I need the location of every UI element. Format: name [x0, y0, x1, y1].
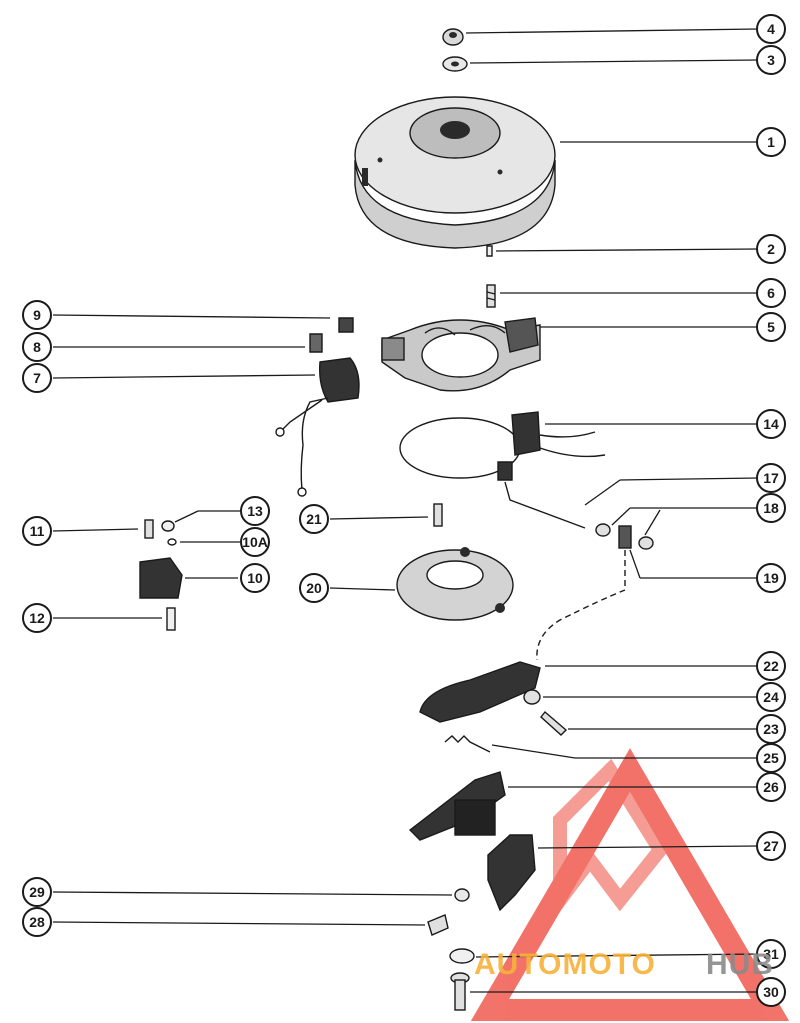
part-22-throttle-arm — [419, 661, 541, 723]
svg-text:3: 3 — [767, 52, 775, 68]
part-30-bolt — [450, 972, 470, 1011]
callout-25: 25 — [756, 743, 786, 773]
callout-22: 22 — [756, 651, 786, 681]
svg-text:30: 30 — [763, 984, 779, 1000]
part-17-link-rod — [504, 481, 586, 529]
part-2-key — [486, 245, 493, 257]
callout-28: 28 — [22, 907, 52, 937]
svg-text:21: 21 — [306, 511, 322, 527]
part-21-screw — [433, 503, 443, 527]
callout-24: 24 — [756, 682, 786, 712]
part-10a-washer — [167, 538, 177, 546]
callout-7: 7 — [22, 363, 52, 393]
callout-26: 26 — [756, 772, 786, 802]
callout-10a: 10A — [240, 527, 270, 557]
callout-1: 1 — [756, 127, 786, 157]
callout-31: 31 — [756, 939, 786, 969]
part-8-spring — [309, 333, 323, 353]
callout-6: 6 — [756, 278, 786, 308]
svg-text:25: 25 — [763, 750, 779, 766]
svg-text:11: 11 — [30, 523, 45, 539]
callout-18: 18 — [756, 493, 786, 523]
svg-text:9: 9 — [33, 307, 41, 323]
part-5-stator-plate — [381, 317, 541, 392]
svg-text:4: 4 — [767, 21, 775, 37]
callout-20: 20 — [299, 573, 329, 603]
svg-text:10: 10 — [247, 570, 263, 586]
svg-text:5: 5 — [767, 319, 775, 335]
part-19-connector — [536, 525, 632, 661]
part-18-nuts — [595, 523, 654, 550]
part-27-bracket — [487, 834, 536, 912]
part-13-lockwasher — [161, 520, 175, 532]
svg-text:12: 12 — [29, 610, 45, 626]
callout-30: 30 — [756, 977, 786, 1007]
svg-text:2: 2 — [767, 241, 775, 257]
svg-text:7: 7 — [33, 370, 41, 386]
part-11-screw — [144, 519, 154, 539]
callout-17: 17 — [756, 463, 786, 493]
svg-text:29: 29 — [29, 884, 45, 900]
watermark-text: AUTOMOTO HUB — [474, 948, 774, 981]
watermark-text-primary: AUTOMOTO — [474, 948, 656, 981]
svg-text:8: 8 — [33, 339, 41, 355]
part-7-coil — [275, 357, 360, 497]
part-25-spring — [444, 735, 491, 753]
callout-3: 3 — [756, 45, 786, 75]
callouts: 4 3 1 2 6 5 9 8 7 14 17 18 11 13 10A 10 … — [22, 14, 786, 1007]
svg-text:18: 18 — [763, 500, 779, 516]
part-26-arm — [408, 771, 506, 841]
svg-text:22: 22 — [763, 658, 779, 674]
svg-text:17: 17 — [763, 470, 779, 486]
callout-4: 4 — [756, 14, 786, 44]
svg-text:1: 1 — [767, 134, 775, 150]
svg-text:19: 19 — [763, 570, 779, 586]
callout-2: 2 — [756, 234, 786, 264]
svg-text:20: 20 — [306, 580, 322, 596]
part-23-screw — [540, 710, 568, 736]
watermark-logo — [470, 748, 790, 1021]
part-6-screw — [486, 284, 496, 308]
callout-29: 29 — [22, 877, 52, 907]
watermark-m-shape — [553, 758, 669, 921]
svg-text:28: 28 — [29, 914, 45, 930]
svg-text:6: 6 — [767, 285, 775, 301]
callout-12: 12 — [22, 603, 52, 633]
svg-text:23: 23 — [763, 721, 779, 737]
leader-lines — [52, 28, 759, 993]
part-12-screw — [166, 607, 176, 631]
part-20-plate — [396, 547, 514, 621]
callout-5: 5 — [756, 312, 786, 342]
svg-text:27: 27 — [763, 838, 779, 854]
callout-14: 14 — [756, 409, 786, 439]
svg-text:26: 26 — [763, 779, 779, 795]
part-29-washer — [454, 888, 470, 902]
part-24-nut — [523, 689, 541, 705]
part-10-bracket — [139, 557, 183, 599]
callout-13: 13 — [240, 496, 270, 526]
svg-text:10A: 10A — [242, 534, 268, 550]
part-3-washer — [442, 56, 468, 72]
parts — [139, 28, 654, 1011]
callout-19: 19 — [756, 563, 786, 593]
svg-text:24: 24 — [763, 689, 779, 705]
callout-10: 10 — [240, 563, 270, 593]
part-31-washer — [449, 948, 475, 964]
svg-text:14: 14 — [763, 416, 779, 432]
callout-23: 23 — [756, 714, 786, 744]
callout-9: 9 — [22, 300, 52, 330]
part-9-clip — [338, 317, 354, 333]
callout-8: 8 — [22, 332, 52, 362]
callout-11: 11 — [22, 516, 52, 546]
callout-21: 21 — [299, 504, 329, 534]
part-28-screw — [427, 914, 449, 936]
part-4-nut — [442, 28, 464, 46]
callout-27: 27 — [756, 831, 786, 861]
part-14-trigger — [399, 411, 606, 481]
watermark-text-secondary: HUB — [706, 948, 774, 981]
svg-text:31: 31 — [763, 946, 779, 962]
part-1-flywheel — [354, 96, 556, 249]
svg-text:13: 13 — [247, 503, 263, 519]
